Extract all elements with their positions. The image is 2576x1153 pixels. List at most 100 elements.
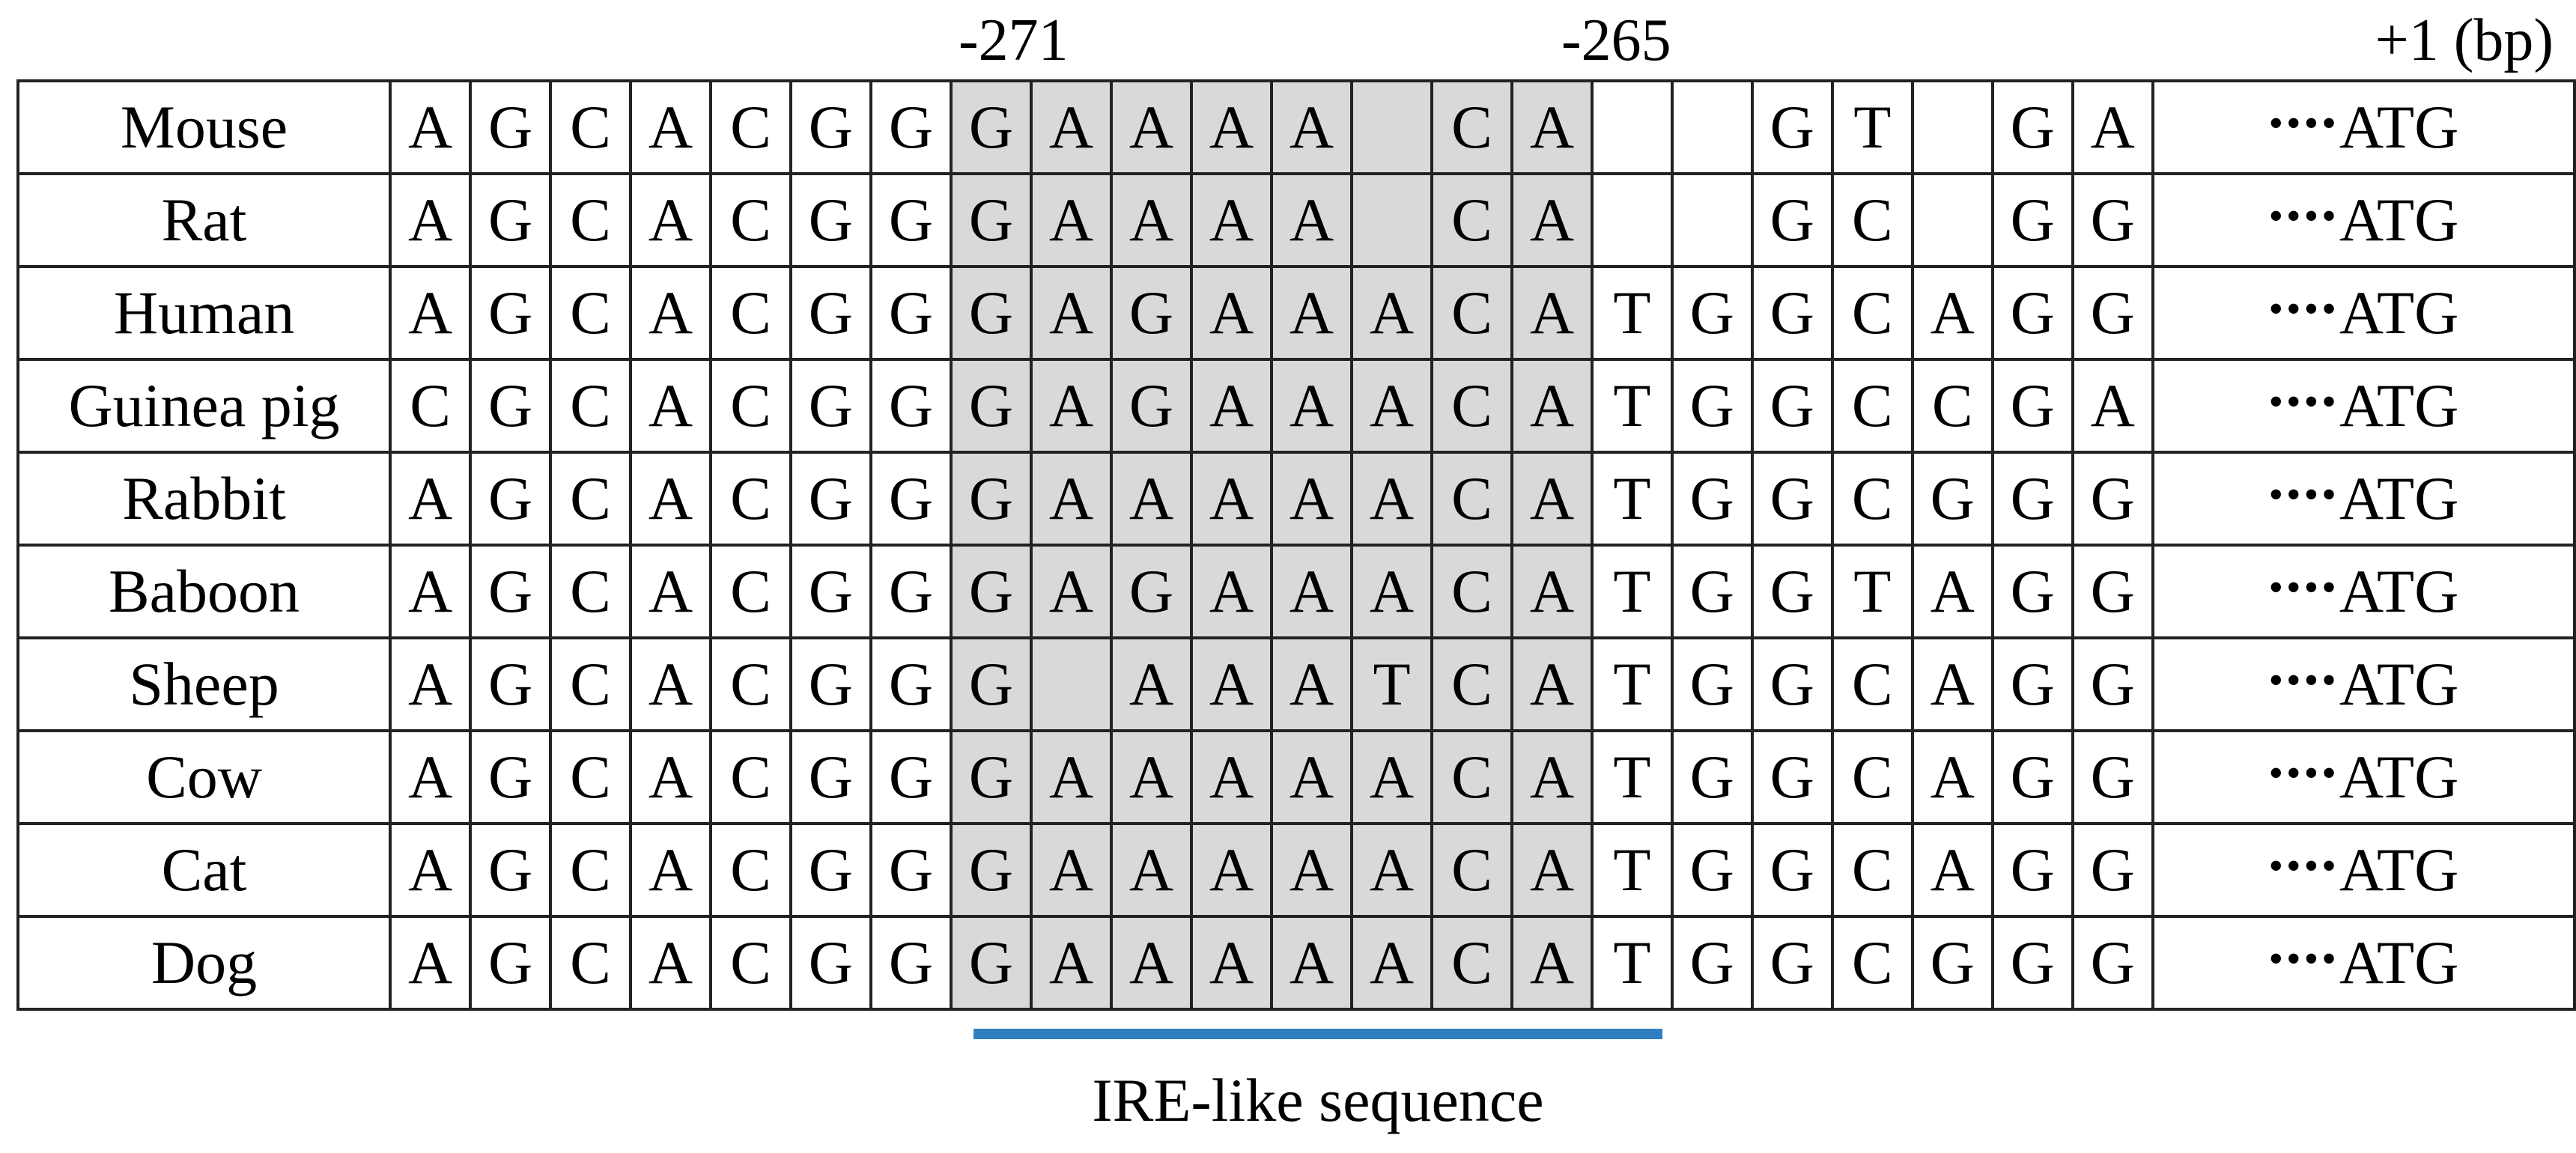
nucleotide-cell: C [709,915,792,1011]
nucleotide-cell: G [1990,451,2074,547]
nucleotide-cell: C [549,79,632,175]
nucleotide-cell: G [869,172,953,268]
nucleotide-cell: G [1750,544,1834,639]
species-name: Baboon [16,544,392,639]
nucleotide-cell: C [549,451,632,547]
nucleotide-cell [1590,79,1674,175]
species-name: Rabbit [16,451,392,547]
nucleotide-cell: A [628,172,713,268]
nucleotide-cell: G [1670,636,1754,732]
nucleotide-cell [1670,79,1754,175]
nucleotide-cell: G [2071,729,2154,825]
nucleotide-cell: C [1430,358,1513,454]
nucleotide-cell: G [789,544,872,639]
nucleotide-cell: A [1189,729,1274,825]
nucleotide-cell: A [1109,172,1193,268]
nucleotide-cell: A [1350,822,1434,918]
nucleotide-cell: A [389,544,473,639]
nucleotide-cell: A [389,172,473,268]
nucleotide-cell: T [1590,729,1674,825]
nucleotide-cell: A [1510,79,1594,175]
nucleotide-cell: A [1910,265,1994,361]
nucleotide-cell: A [1029,79,1113,175]
nucleotide-cell: G [469,636,553,732]
nucleotide-cell: C [1430,451,1513,547]
nucleotide-cell: C [1830,265,1914,361]
nucleotide-cell: A [1189,358,1274,454]
nucleotide-cell: G [869,265,953,361]
ellipsis-dots: •••• [2268,379,2339,425]
start-codon-cell: ••••ATG [2151,822,2576,918]
ellipsis-dots: •••• [2268,286,2339,332]
nucleotide-cell: G [1670,451,1754,547]
nucleotide-cell: C [1830,915,1914,1011]
nucleotide-cell: A [1029,172,1113,268]
nucleotide-cell: G [949,544,1033,639]
nucleotide-cell: G [869,822,953,918]
position-label-plus-1: +1 (bp) [2375,7,2554,73]
nucleotide-cell: G [1750,358,1834,454]
ellipsis-dots: •••• [2268,843,2339,889]
ellipsis-dots: •••• [2268,750,2339,797]
nucleotide-cell: C [549,358,632,454]
nucleotide-cell: A [628,822,713,918]
nucleotide-cell: G [1750,822,1834,918]
nucleotide-cell: A [1910,822,1994,918]
start-codon-cell: ••••ATG [2151,544,2576,639]
start-codon-label: ATG [2339,279,2459,347]
nucleotide-cell [1350,79,1434,175]
nucleotide-cell: A [1109,915,1193,1011]
nucleotide-cell: C [549,172,632,268]
position-label-minus-271: -271 [959,7,1069,73]
nucleotide-cell: G [949,172,1033,268]
nucleotide-cell: T [1830,79,1914,175]
nucleotide-cell: G [949,79,1033,175]
nucleotide-cell: A [2071,358,2154,454]
nucleotide-cell: G [1990,79,2074,175]
nucleotide-cell: A [1350,915,1434,1011]
ellipsis-dots: •••• [2268,100,2339,147]
nucleotide-cell: A [1350,729,1434,825]
nucleotide-cell: C [1830,822,1914,918]
nucleotide-cell: C [709,636,792,732]
start-codon-label: ATG [2339,557,2459,625]
nucleotide-cell: A [1029,265,1113,361]
nucleotide-cell: A [1510,172,1594,268]
nucleotide-cell: A [1029,451,1113,547]
ellipsis-dots: •••• [2268,936,2339,982]
nucleotide-cell: T [1590,822,1674,918]
nucleotide-cell: G [869,451,953,547]
species-name: Mouse [16,79,392,175]
nucleotide-cell: G [789,358,872,454]
nucleotide-cell: A [1350,265,1434,361]
start-codon-label: ATG [2339,928,2459,997]
nucleotide-cell: A [1189,172,1274,268]
nucleotide-cell: A [1510,265,1594,361]
nucleotide-cell: A [1269,822,1354,918]
nucleotide-cell: A [1189,79,1274,175]
nucleotide-cell: A [628,358,713,454]
nucleotide-cell: G [2071,265,2154,361]
start-codon-cell: ••••ATG [2151,172,2576,268]
nucleotide-cell: C [549,915,632,1011]
nucleotide-cell: T [1590,265,1674,361]
nucleotide-cell: G [869,729,953,825]
nucleotide-cell: G [789,729,872,825]
start-codon-cell: ••••ATG [2151,915,2576,1011]
nucleotide-cell: A [1910,729,1994,825]
nucleotide-cell: A [1189,544,1274,639]
nucleotide-cell: A [1029,729,1113,825]
nucleotide-cell: G [1670,822,1754,918]
nucleotide-cell: A [389,451,473,547]
nucleotide-cell: G [949,915,1033,1011]
nucleotide-cell: G [949,822,1033,918]
nucleotide-cell: G [469,822,553,918]
nucleotide-cell: T [1830,544,1914,639]
nucleotide-cell: A [2071,79,2154,175]
